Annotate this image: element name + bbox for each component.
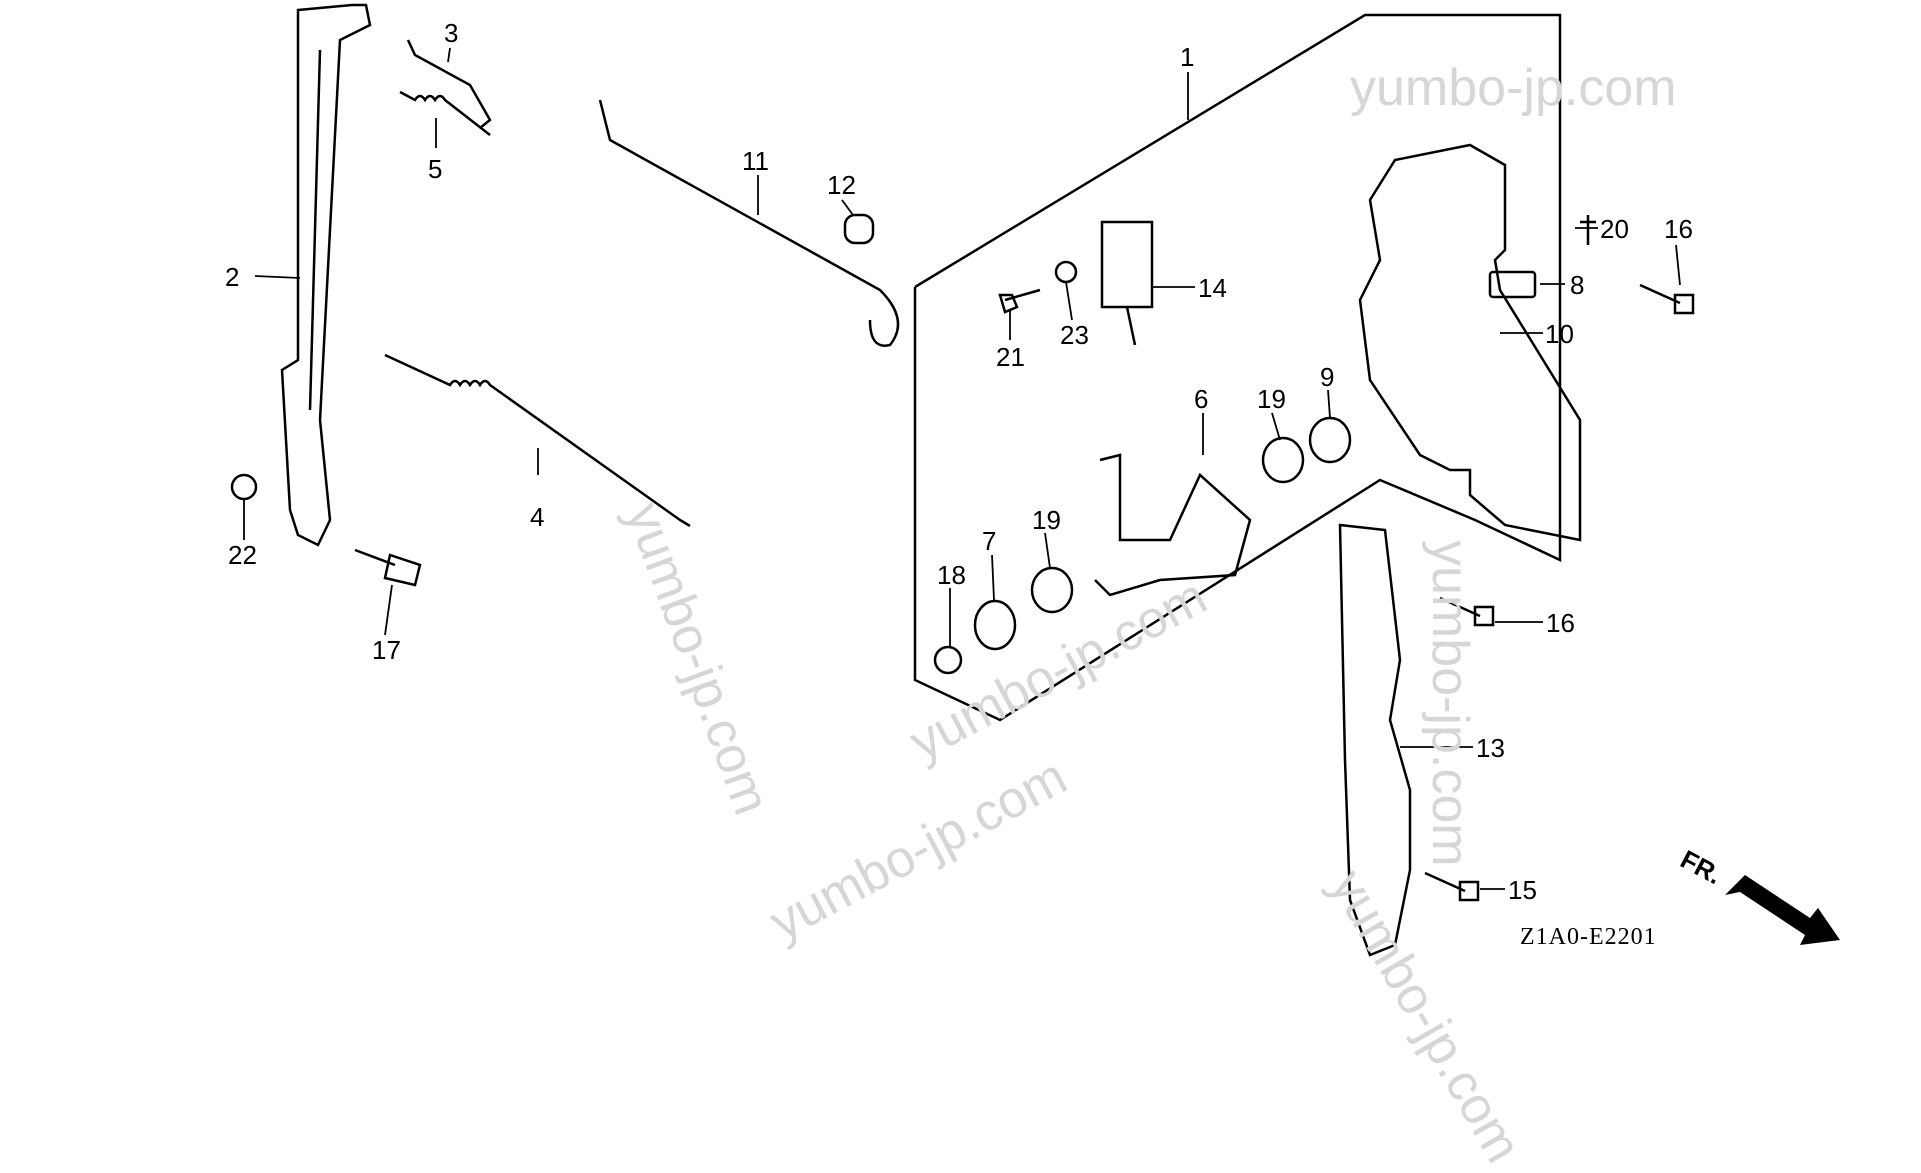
callout-7: 7 bbox=[982, 526, 997, 556]
front-arrow-icon bbox=[1725, 875, 1840, 945]
part-20-screw bbox=[1580, 215, 1596, 245]
part-10-bracket bbox=[1358, 143, 1582, 542]
callout-22: 22 bbox=[228, 540, 257, 570]
callout-12: 12 bbox=[827, 170, 856, 200]
callout-23: 23 bbox=[1060, 320, 1089, 350]
callout-6: 6 bbox=[1194, 384, 1209, 414]
part-18-nut bbox=[933, 645, 963, 675]
callout-4: 4 bbox=[530, 502, 545, 532]
part-2-lever bbox=[280, 3, 372, 547]
callout-11: 11 bbox=[742, 146, 769, 176]
callout-3: 3 bbox=[444, 18, 459, 48]
callout-15: 15 bbox=[1508, 875, 1537, 905]
part-5-spring bbox=[399, 90, 491, 136]
callout-5: 5 bbox=[428, 154, 443, 184]
part-8-clip bbox=[1488, 270, 1537, 299]
callout-18: 18 bbox=[937, 560, 966, 590]
part-3-spring bbox=[406, 39, 492, 129]
callout-8: 8 bbox=[1570, 270, 1585, 300]
leader-lines bbox=[243, 47, 1681, 890]
part-7-collar bbox=[973, 599, 1017, 651]
callout-10: 10 bbox=[1545, 319, 1574, 349]
callout-19-upper: 19 bbox=[1257, 384, 1286, 414]
assembly-box bbox=[913, 13, 1562, 722]
part-14-switch bbox=[1100, 220, 1154, 309]
part-19-washer-b bbox=[1030, 566, 1074, 614]
part-21-bolt bbox=[998, 288, 1041, 314]
callout-17: 17 bbox=[372, 635, 401, 665]
part-13-plate bbox=[1338, 523, 1412, 957]
part-15-bolt bbox=[1424, 871, 1480, 902]
part-4-rod bbox=[384, 353, 691, 528]
callout-1: 1 bbox=[1180, 42, 1195, 72]
callout-16-upper: 16 bbox=[1664, 214, 1693, 244]
parts-drawing bbox=[230, 3, 1840, 957]
callout-9: 9 bbox=[1320, 362, 1335, 392]
callout-16-lower: 16 bbox=[1546, 608, 1575, 638]
callout-20: 20 bbox=[1600, 214, 1629, 244]
callout-19-lower: 19 bbox=[1032, 505, 1061, 535]
part-19-washer-a bbox=[1261, 436, 1305, 484]
part-16-bolt-upper bbox=[1639, 283, 1695, 315]
watermark: yumbo-jp.com bbox=[1421, 540, 1479, 867]
callout-21: 21 bbox=[996, 342, 1025, 372]
part-17-bolt bbox=[354, 548, 422, 587]
part-11-rod bbox=[598, 99, 900, 347]
part-16-bolt-lower bbox=[1439, 596, 1495, 627]
part-6-lever bbox=[1094, 453, 1252, 597]
callout-2: 2 bbox=[225, 262, 240, 292]
part-12-grommet bbox=[843, 213, 875, 245]
watermark: yumbo-jp.com bbox=[1350, 59, 1677, 117]
diagram-code: Z1A0-E2201 bbox=[1520, 924, 1657, 950]
callout-14: 14 bbox=[1198, 273, 1227, 303]
part-23-washer bbox=[1054, 260, 1078, 284]
callout-13: 13 bbox=[1476, 733, 1505, 763]
part-9-washer bbox=[1308, 416, 1352, 464]
part-22-nut bbox=[230, 473, 258, 501]
